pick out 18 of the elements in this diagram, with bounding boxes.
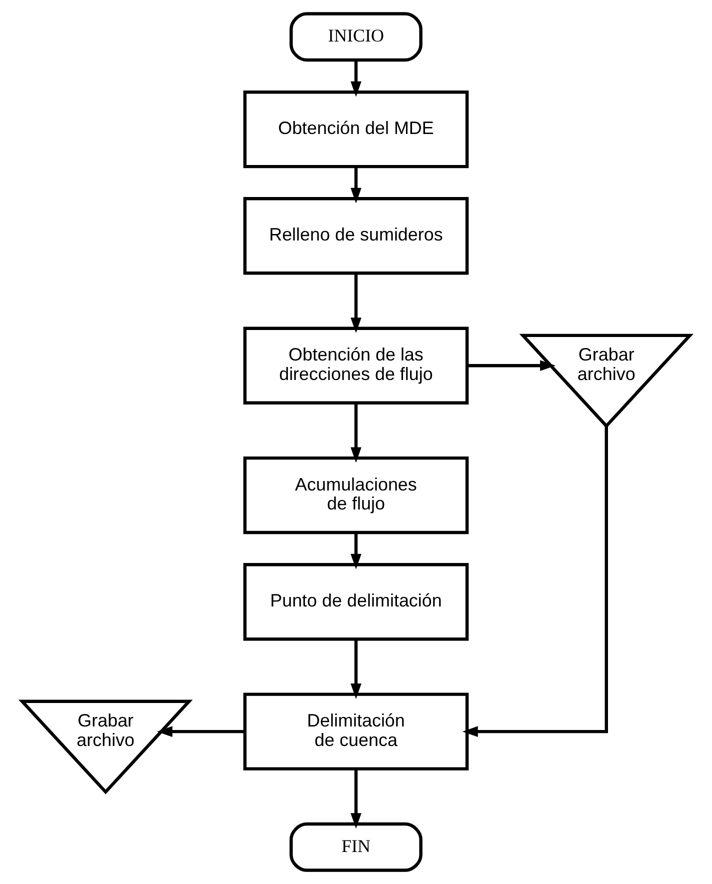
arrow — [350, 166, 362, 204]
node-box: INICIO — [290, 12, 422, 62]
arrow — [467, 360, 556, 371]
arrow — [350, 60, 362, 97]
node-box: Acumulaciones de flujo — [243, 456, 469, 534]
node-box: FIN — [290, 822, 422, 872]
arrow — [350, 403, 362, 463]
arrow — [350, 273, 362, 334]
arrow — [156, 726, 245, 737]
node-box: Obtención del MDE — [243, 90, 469, 168]
node-box: Delimitación de cuenca — [243, 692, 469, 770]
arrow — [462, 426, 608, 737]
arrow — [350, 769, 362, 829]
arrow — [350, 639, 362, 699]
node-box: Punto de delimitación — [243, 563, 469, 641]
node-box: Obtención de las direcciones de flujo — [243, 326, 469, 404]
node-box: Relleno de sumideros — [243, 197, 469, 275]
arrow — [350, 532, 362, 570]
